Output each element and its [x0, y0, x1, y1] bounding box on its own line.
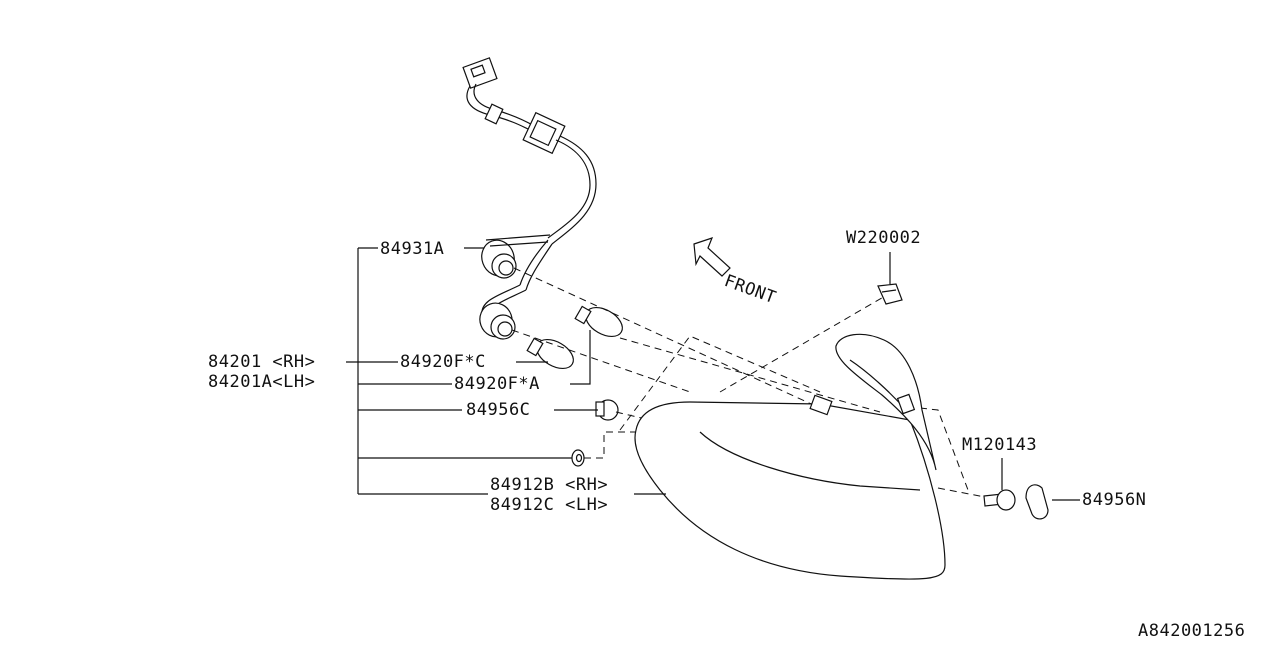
cap-part [1025, 484, 1049, 520]
lower-bulb-socket [479, 302, 516, 340]
clip-part [877, 283, 903, 305]
bulb-small [595, 399, 619, 421]
tail-lamp-assembly [634, 333, 946, 580]
label-bulb-c: 84920F*C [400, 352, 486, 372]
diagram-id: A842001256 [1138, 621, 1246, 641]
label-bulb-a: 84920F*A [454, 374, 540, 394]
label-socket-harness: 84931A [380, 239, 445, 259]
screw-part [983, 489, 1016, 511]
label-clip: W220002 [846, 228, 922, 248]
bulb-upper [574, 305, 623, 338]
assembly-lines [511, 267, 991, 499]
leader-lines [346, 247, 1080, 501]
harness-connector [462, 57, 498, 89]
grommet [571, 449, 585, 467]
front-arrow-icon [693, 237, 731, 277]
label-lens-lh: 84912C <LH> [490, 495, 609, 515]
upper-bulb-socket [481, 234, 551, 279]
bulb-lower [526, 337, 574, 370]
wire-harness [466, 83, 597, 319]
label-housing-lh: 84201A<LH> [208, 372, 316, 392]
label-housing-rh: 84201 <RH> [208, 352, 316, 372]
label-bulb-small: 84956C [466, 400, 531, 420]
label-cap: 84956N [1082, 490, 1147, 510]
label-lens-rh: 84912B <RH> [490, 475, 609, 495]
label-screw: M120143 [962, 435, 1038, 455]
